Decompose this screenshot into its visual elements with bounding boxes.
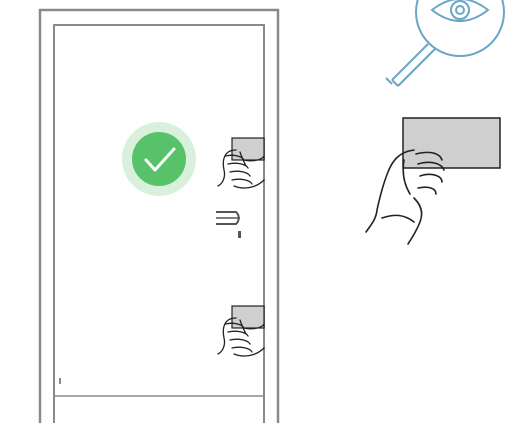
door [40,10,278,423]
checkmark-icon [122,122,196,196]
door-hinge [59,378,61,384]
door-handle-icon [216,212,241,238]
card-in-door-slot-top [218,138,264,188]
card-in-door-slot-bottom [218,306,264,356]
hand-holding-card [366,118,500,244]
magnifier-eye-icon [386,0,504,86]
door-outer-frame [40,10,278,423]
